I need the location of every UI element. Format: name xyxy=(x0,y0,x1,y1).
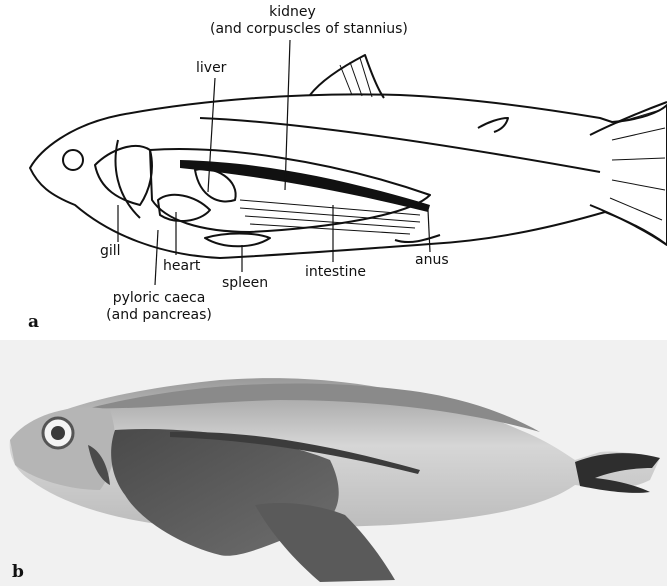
label-kidney: kidney (and corpuscles of stannius) xyxy=(210,4,375,38)
fish-body-outline xyxy=(30,94,667,258)
fish-eye xyxy=(63,150,83,170)
gill-cover xyxy=(116,140,140,218)
label-intestine: intestine xyxy=(305,264,366,281)
spleen-organ xyxy=(205,234,270,247)
photo-pupil xyxy=(51,426,65,440)
label-spleen: spleen xyxy=(222,275,268,292)
panel-b-letter: b xyxy=(12,562,24,582)
label-anus: anus xyxy=(415,252,449,269)
fish-anatomy-drawing xyxy=(0,0,667,340)
label-gill: gill xyxy=(100,243,121,260)
pelvic-fin xyxy=(395,235,440,242)
dissected-fish-photo xyxy=(0,340,667,586)
label-pyloric-line1: pyloric caeca xyxy=(104,290,214,307)
label-pyloric-caeca: pyloric caeca (and pancreas) xyxy=(104,290,214,324)
panel-a-diagram: kidney (and corpuscles of stannius) live… xyxy=(0,0,667,340)
label-liver: liver xyxy=(196,60,226,77)
label-kidney-line2: (and corpuscles of stannius) xyxy=(210,21,375,38)
lateral-line xyxy=(200,118,600,172)
label-heart: heart xyxy=(163,258,200,275)
label-pyloric-line2: (and pancreas) xyxy=(104,307,214,324)
panel-b-photo: b xyxy=(0,340,667,586)
panel-a-letter: a xyxy=(28,312,39,332)
adipose-fin xyxy=(478,118,508,132)
dorsal-fin xyxy=(310,55,384,98)
heart-organ xyxy=(158,195,210,221)
kidney-organ xyxy=(180,160,430,212)
tail-fin xyxy=(590,102,667,245)
liver-organ xyxy=(195,169,236,201)
label-kidney-line1: kidney xyxy=(210,4,375,21)
